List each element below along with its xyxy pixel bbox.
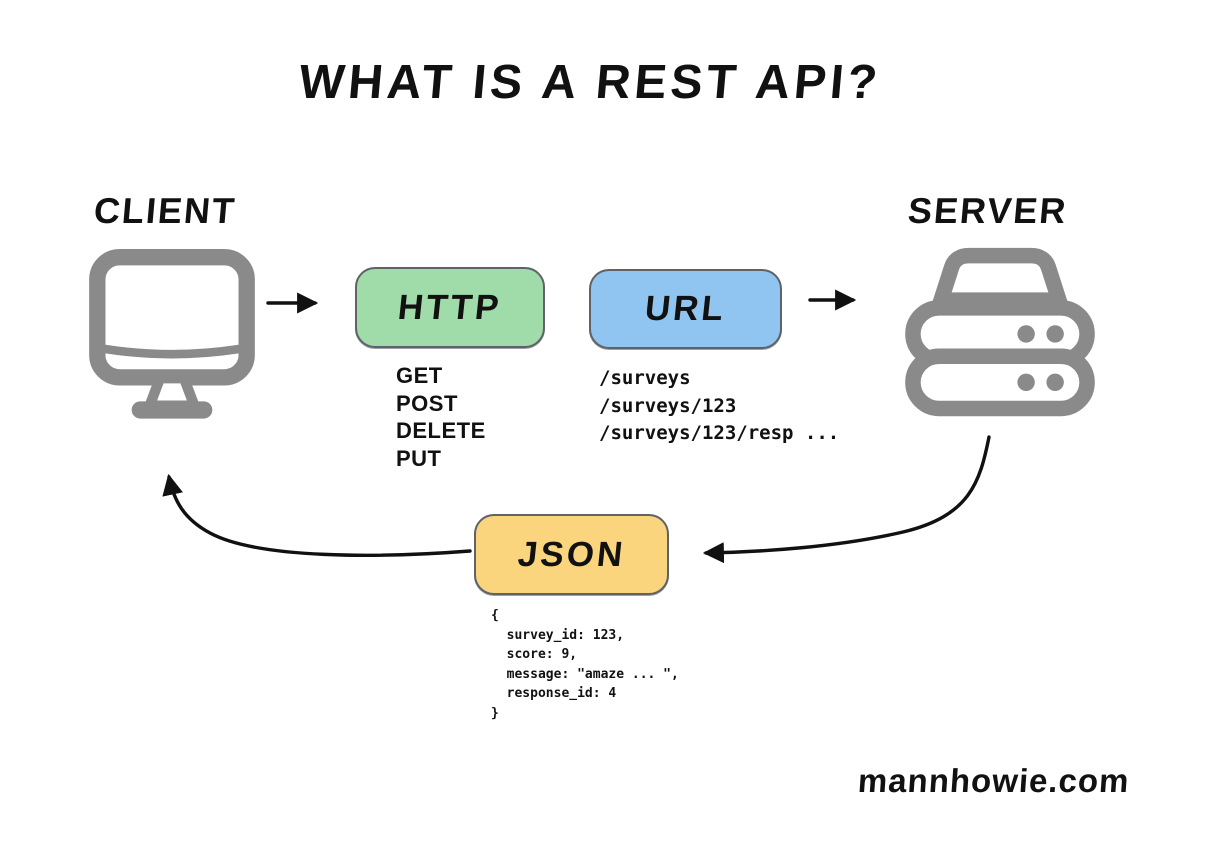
json-code-line: } (491, 705, 499, 721)
json-box: JSON (474, 514, 669, 595)
json-box-label: JSON (515, 534, 628, 574)
http-method: GET (396, 363, 443, 388)
http-method: PUT (396, 445, 442, 471)
arrow-json-to-client (162, 473, 472, 557)
http-box: HTTP (355, 267, 545, 348)
json-code-line: message: "amaze ... ", (491, 666, 679, 682)
url-path: /surveys/123 (599, 394, 737, 417)
url-box-label: URL (643, 289, 729, 328)
page-title: WHAT IS A REST API? (296, 56, 884, 109)
site-credit: mannhowie.com (856, 762, 1131, 799)
url-box: URL (589, 269, 782, 349)
url-path: /surveys/123/resp ... (599, 422, 840, 444)
desktop-monitor-icon (89, 249, 255, 419)
json-code-line: score: 9, (491, 647, 578, 662)
json-code-line: survey_id: 123, (491, 627, 625, 643)
server-label: SERVER (906, 190, 1070, 231)
json-code-line: { (491, 608, 499, 623)
json-code-line: response_id: 4 (491, 686, 617, 701)
client-label: CLIENT (92, 190, 238, 231)
http-box-label: HTTP (396, 287, 504, 327)
server-stack-icon (905, 247, 1095, 417)
arrow-server-to-json (702, 435, 991, 564)
url-path: /surveys (599, 367, 691, 389)
url-paths-list: /surveys/surveys/123/surveys/123/resp ..… (599, 365, 839, 448)
http-method: DELETE (396, 418, 486, 443)
json-code-block: { survey_id: 123, score: 9, message: "am… (491, 606, 679, 723)
http-method: POST (396, 390, 458, 416)
